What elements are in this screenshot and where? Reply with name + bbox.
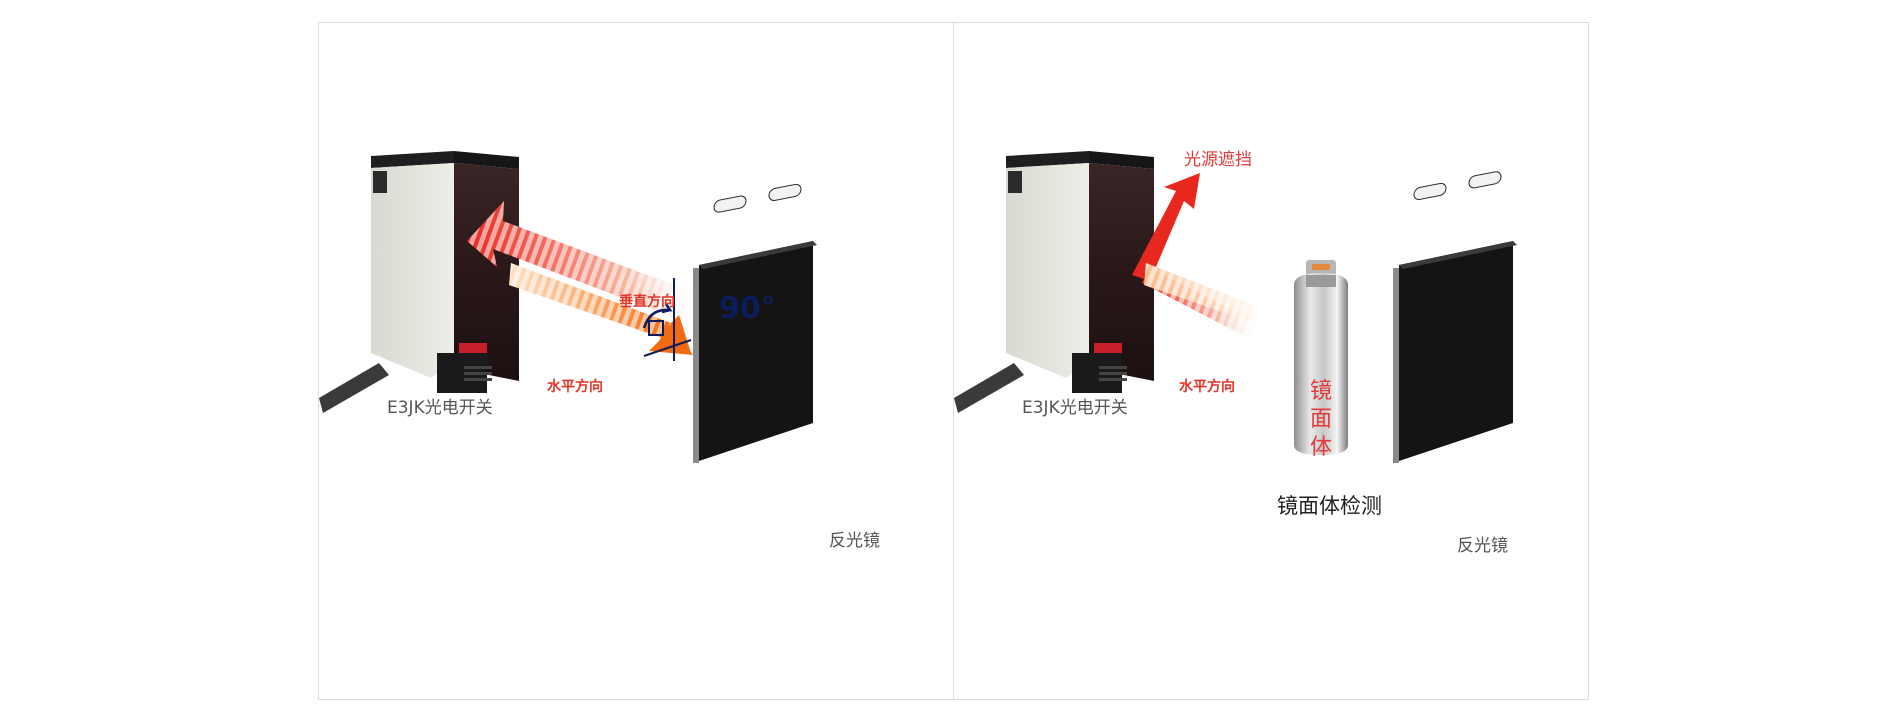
panel-mirror-detection: E3JK光电开关 光源遮挡 水平方向 镜 面 体 镜面体检测 反光镜 <box>953 22 1589 700</box>
horizontal-direction-label: 水平方向 <box>1179 376 1235 396</box>
light-blocked-label: 光源遮挡 <box>1184 145 1252 170</box>
right-diagram-graphic <box>954 23 1590 701</box>
horizontal-direction-label: 水平方向 <box>547 376 603 396</box>
sensor-cable <box>954 363 1024 413</box>
bottle-char: 镜 <box>1307 378 1335 406</box>
photoelectric-sensor <box>1006 151 1154 393</box>
horizontal-direction-arrow <box>1144 263 1254 323</box>
mirror-detection-label: 镜面体检测 <box>1277 490 1382 520</box>
reflector-label: 反光镜 <box>829 526 880 551</box>
angle-label: 90° <box>719 291 776 326</box>
photoelectric-sensor <box>371 151 519 393</box>
panel-normal-reflection: E3JK光电开关 垂直方向 水平方向 90° 反光镜 <box>318 22 954 700</box>
reflector-label: 反光镜 <box>1457 531 1508 556</box>
bottle-text: 镜 面 体 <box>1307 378 1335 462</box>
bottle-char: 体 <box>1307 434 1335 462</box>
sensor-cable <box>319 363 389 413</box>
reflector-plate <box>1393 171 1517 463</box>
sensor-label: E3JK光电开关 <box>1022 393 1128 418</box>
bottle-char: 面 <box>1307 406 1335 434</box>
left-diagram-graphic <box>319 23 955 701</box>
sensor-label: E3JK光电开关 <box>387 393 493 418</box>
vertical-direction-label: 垂直方向 <box>619 291 675 311</box>
